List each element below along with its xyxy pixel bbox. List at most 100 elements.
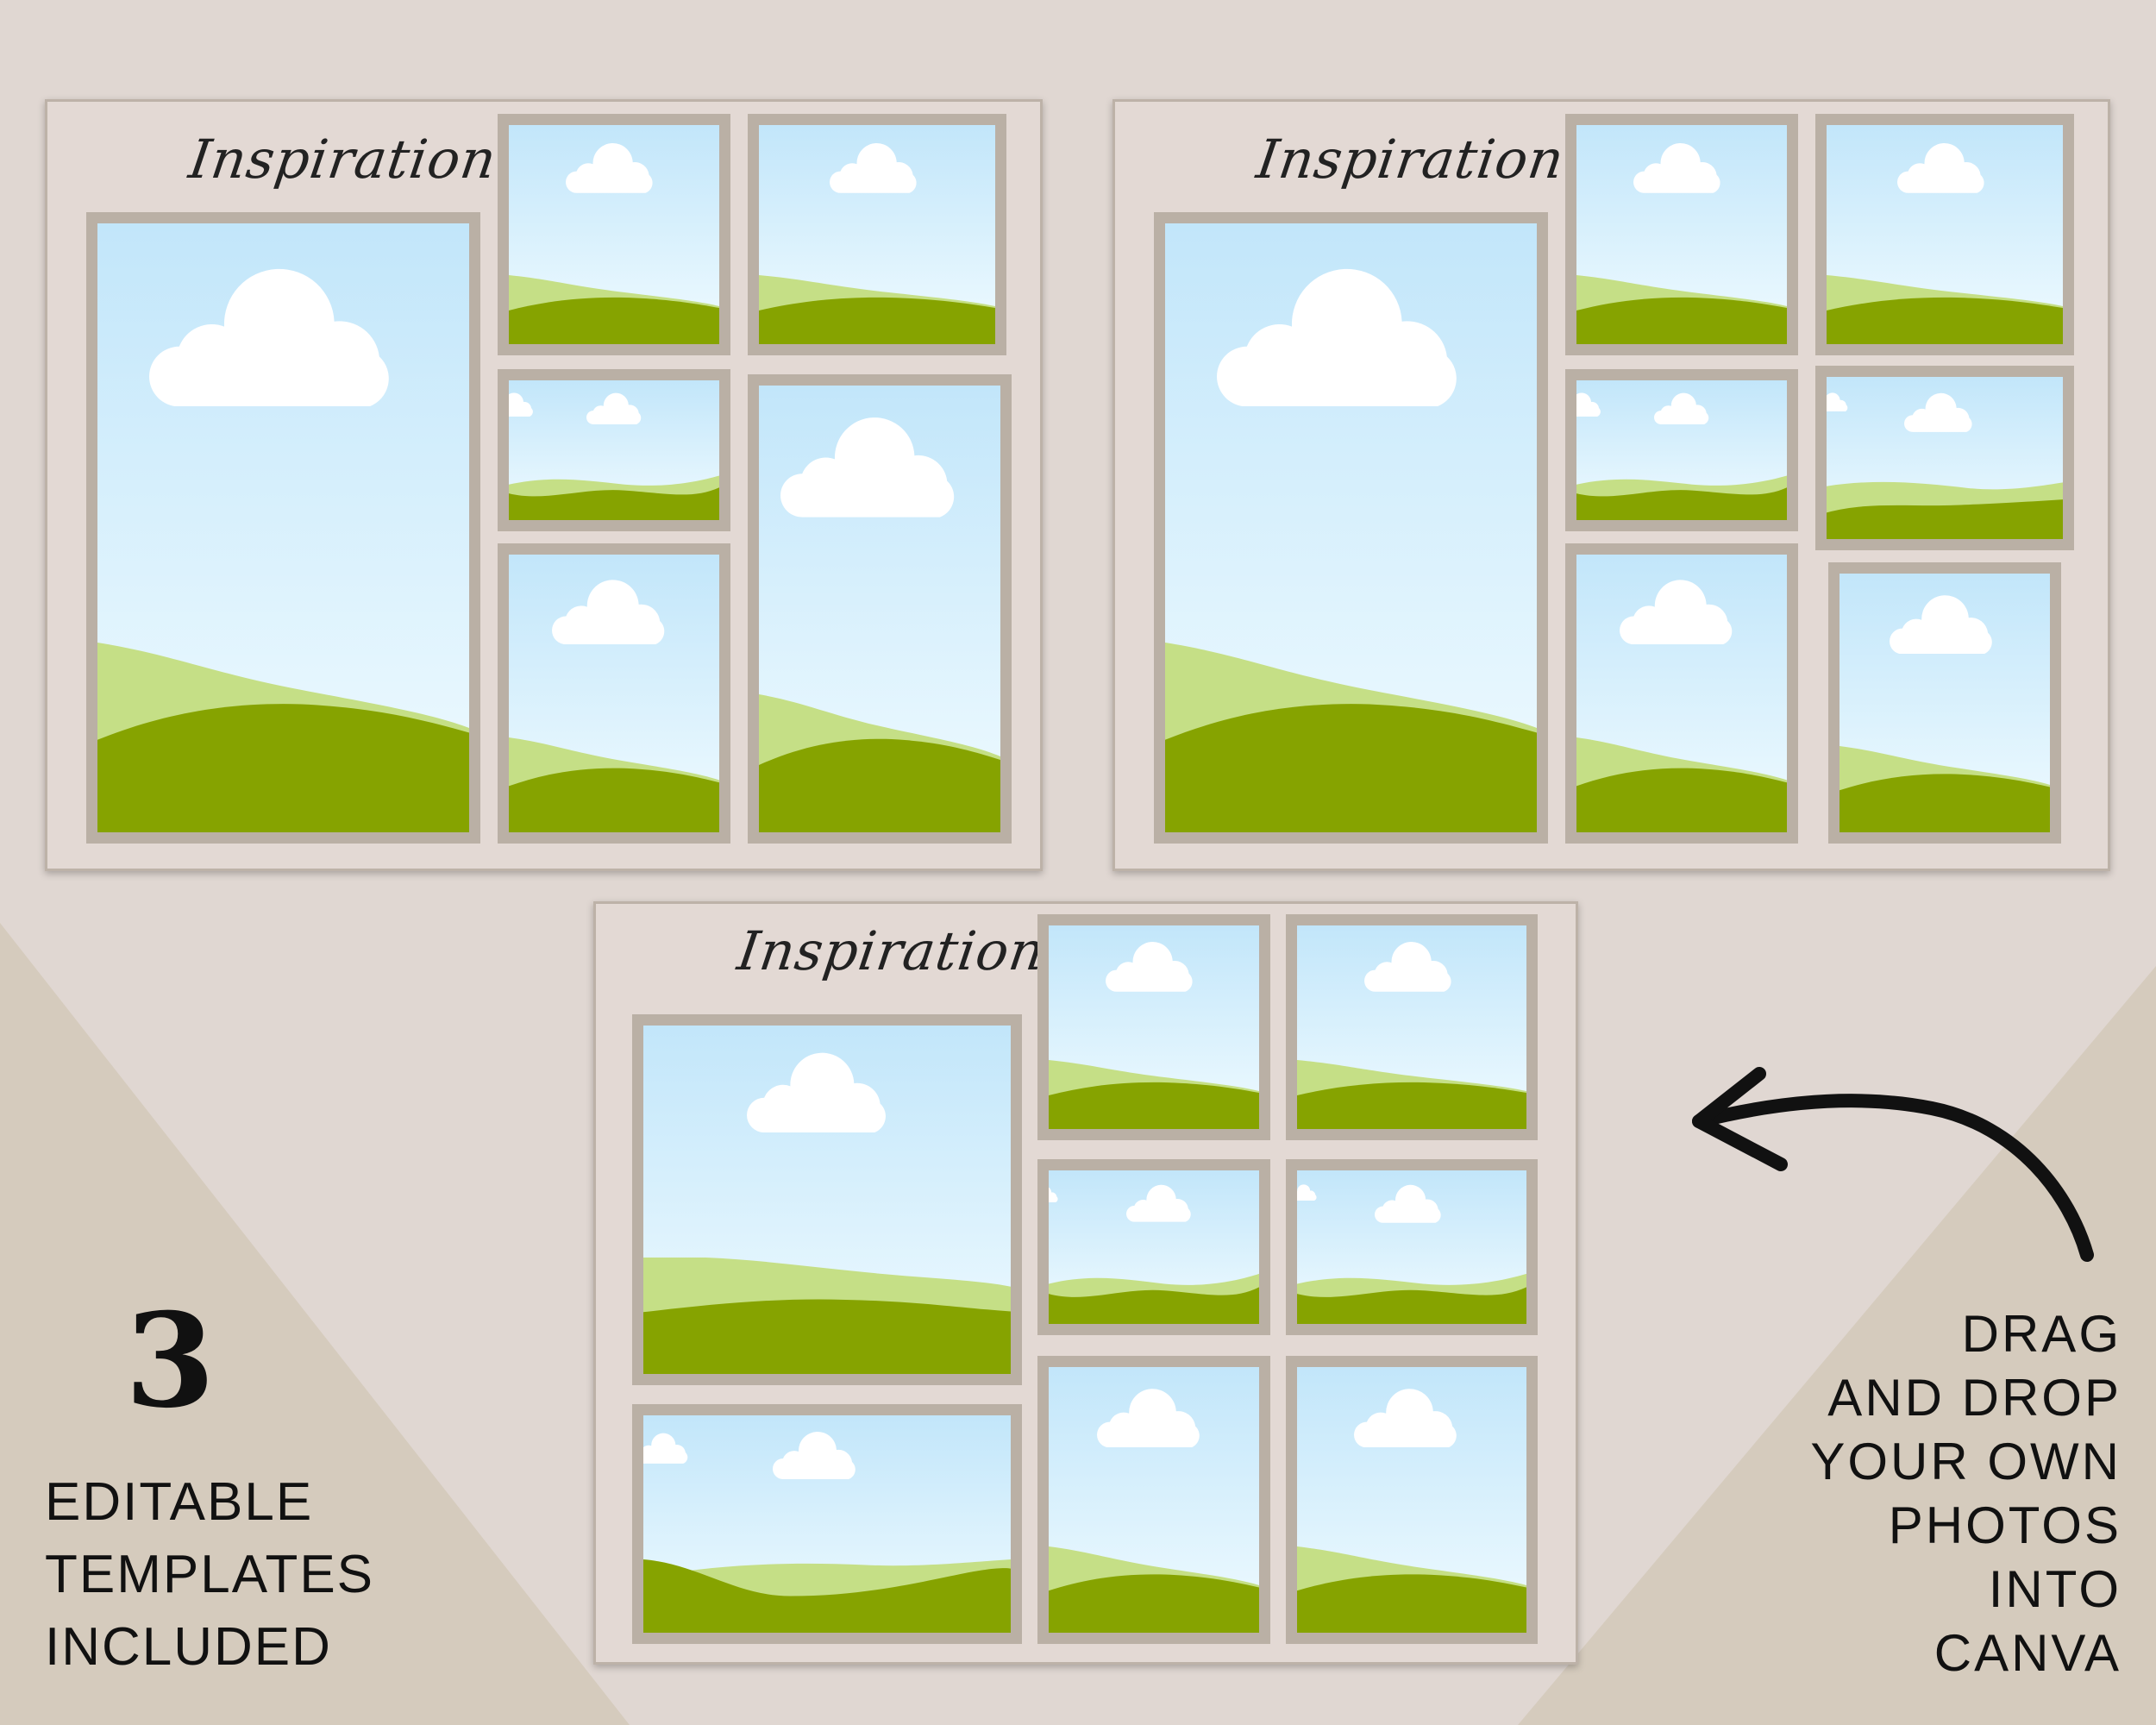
placeholder-image [1165,223,1537,832]
photo-placeholder[interactable] [498,114,730,355]
cloud-icon [566,143,653,193]
template-board-2[interactable]: Inspiration [1112,99,2110,871]
placeholder-image [759,386,1000,832]
caption-line: TEMPLATES [45,1545,375,1604]
template-count: 3 [125,1285,216,1437]
cloud-icon [830,143,917,193]
hills-icon [643,1559,1011,1633]
caption-line: EDITABLE [45,1472,314,1532]
hills-icon [1049,1546,1259,1633]
cloud-icon [747,1052,886,1133]
cloud-icon [509,392,533,417]
cloud-icon [1890,595,1992,655]
cloud-icon [1904,392,1972,432]
photo-placeholder[interactable] [1286,1356,1538,1644]
hills-icon [97,643,469,832]
hills-icon [1827,481,2063,539]
hills-icon [509,275,719,344]
photo-placeholder[interactable] [1565,369,1798,531]
photo-placeholder[interactable] [1286,914,1538,1140]
photo-placeholder[interactable] [632,1014,1022,1385]
caption-line: YOUR OWN [1810,1433,2122,1490]
hills-icon [1827,275,2063,344]
hills-icon [1576,275,1787,344]
hills-icon [1165,643,1537,832]
hills-icon [643,1258,1011,1374]
hills-icon [1839,746,2050,832]
hills-icon [1576,737,1787,832]
cloud-icon [586,392,642,424]
cloud-icon [1106,942,1193,992]
photo-placeholder[interactable] [1037,1159,1270,1335]
editable-templates-caption: EDITABLE TEMPLATES INCLUDED [45,1466,374,1684]
caption-line: DRAG [1961,1305,2122,1363]
template-board-1[interactable]: Inspiration [45,99,1043,871]
placeholder-image [643,1415,1011,1633]
caption-line: INCLUDED [45,1617,332,1677]
photo-placeholder[interactable] [748,374,1012,844]
template-board-3[interactable]: Inspiration [593,901,1578,1665]
photo-placeholder[interactable] [1565,114,1798,355]
cloud-icon [1654,392,1709,424]
placeholder-image [759,125,995,344]
hills-icon [509,737,719,832]
photo-placeholder[interactable] [632,1404,1022,1644]
photo-placeholder[interactable] [1037,1356,1270,1644]
hills-icon [1297,1546,1526,1633]
placeholder-image [1827,377,2063,539]
photo-placeholder[interactable] [86,212,480,844]
template-title: Inspiration [1252,128,1569,191]
cloud-icon [780,417,955,518]
cloud-icon [1354,1389,1457,1448]
cloud-icon [149,268,389,407]
cloud-icon [1375,1184,1441,1223]
cloud-icon [552,580,665,645]
cloud-icon [643,1433,688,1464]
cloud-icon [1126,1184,1191,1222]
cloud-icon [1620,580,1733,645]
photo-placeholder[interactable] [498,369,730,531]
hills-icon [1049,1273,1259,1324]
cloud-icon [1827,392,1848,412]
photo-placeholder[interactable] [1565,543,1798,844]
curved-arrow-icon [1692,1067,2094,1262]
placeholder-image [1576,380,1787,520]
placeholder-image [1297,925,1526,1129]
placeholder-image [1576,555,1787,832]
template-title: Inspiration [733,919,1050,982]
caption-line: AND DROP [1827,1369,2122,1427]
cloud-icon [773,1431,856,1479]
photo-placeholder[interactable] [1037,914,1270,1140]
photo-placeholder[interactable] [498,543,730,844]
cloud-icon [1576,392,1601,417]
photo-placeholder[interactable] [1154,212,1548,844]
placeholder-image [1049,925,1259,1129]
photo-placeholder[interactable] [1286,1159,1538,1335]
cloud-icon [1049,1187,1058,1203]
cloud-icon [1364,942,1451,992]
photo-placeholder[interactable] [1815,366,2074,550]
hills-icon [1576,475,1787,520]
hills-icon [509,475,719,520]
placeholder-image [1049,1170,1259,1324]
cloud-icon [1897,143,1984,193]
placeholder-image [1827,125,2063,344]
placeholder-image [509,125,719,344]
caption-line: PHOTOS [1888,1496,2122,1554]
photo-placeholder[interactable] [1815,114,2074,355]
placeholder-image [509,380,719,520]
placeholder-image [643,1026,1011,1374]
hills-icon [759,694,1000,832]
photo-placeholder[interactable] [1828,562,2061,844]
placeholder-image [97,223,469,832]
placeholder-image [1576,125,1787,344]
photo-placeholder[interactable] [748,114,1006,355]
cloud-icon [1097,1389,1200,1448]
hills-icon [1297,1273,1526,1324]
template-title: Inspiration [185,128,501,191]
drag-drop-caption: DRAG AND DROP YOUR OWN PHOTOS INTO CANVA [1810,1302,2122,1685]
cloud-icon [1217,268,1457,407]
hills-icon [759,275,995,344]
placeholder-image [1297,1170,1526,1324]
